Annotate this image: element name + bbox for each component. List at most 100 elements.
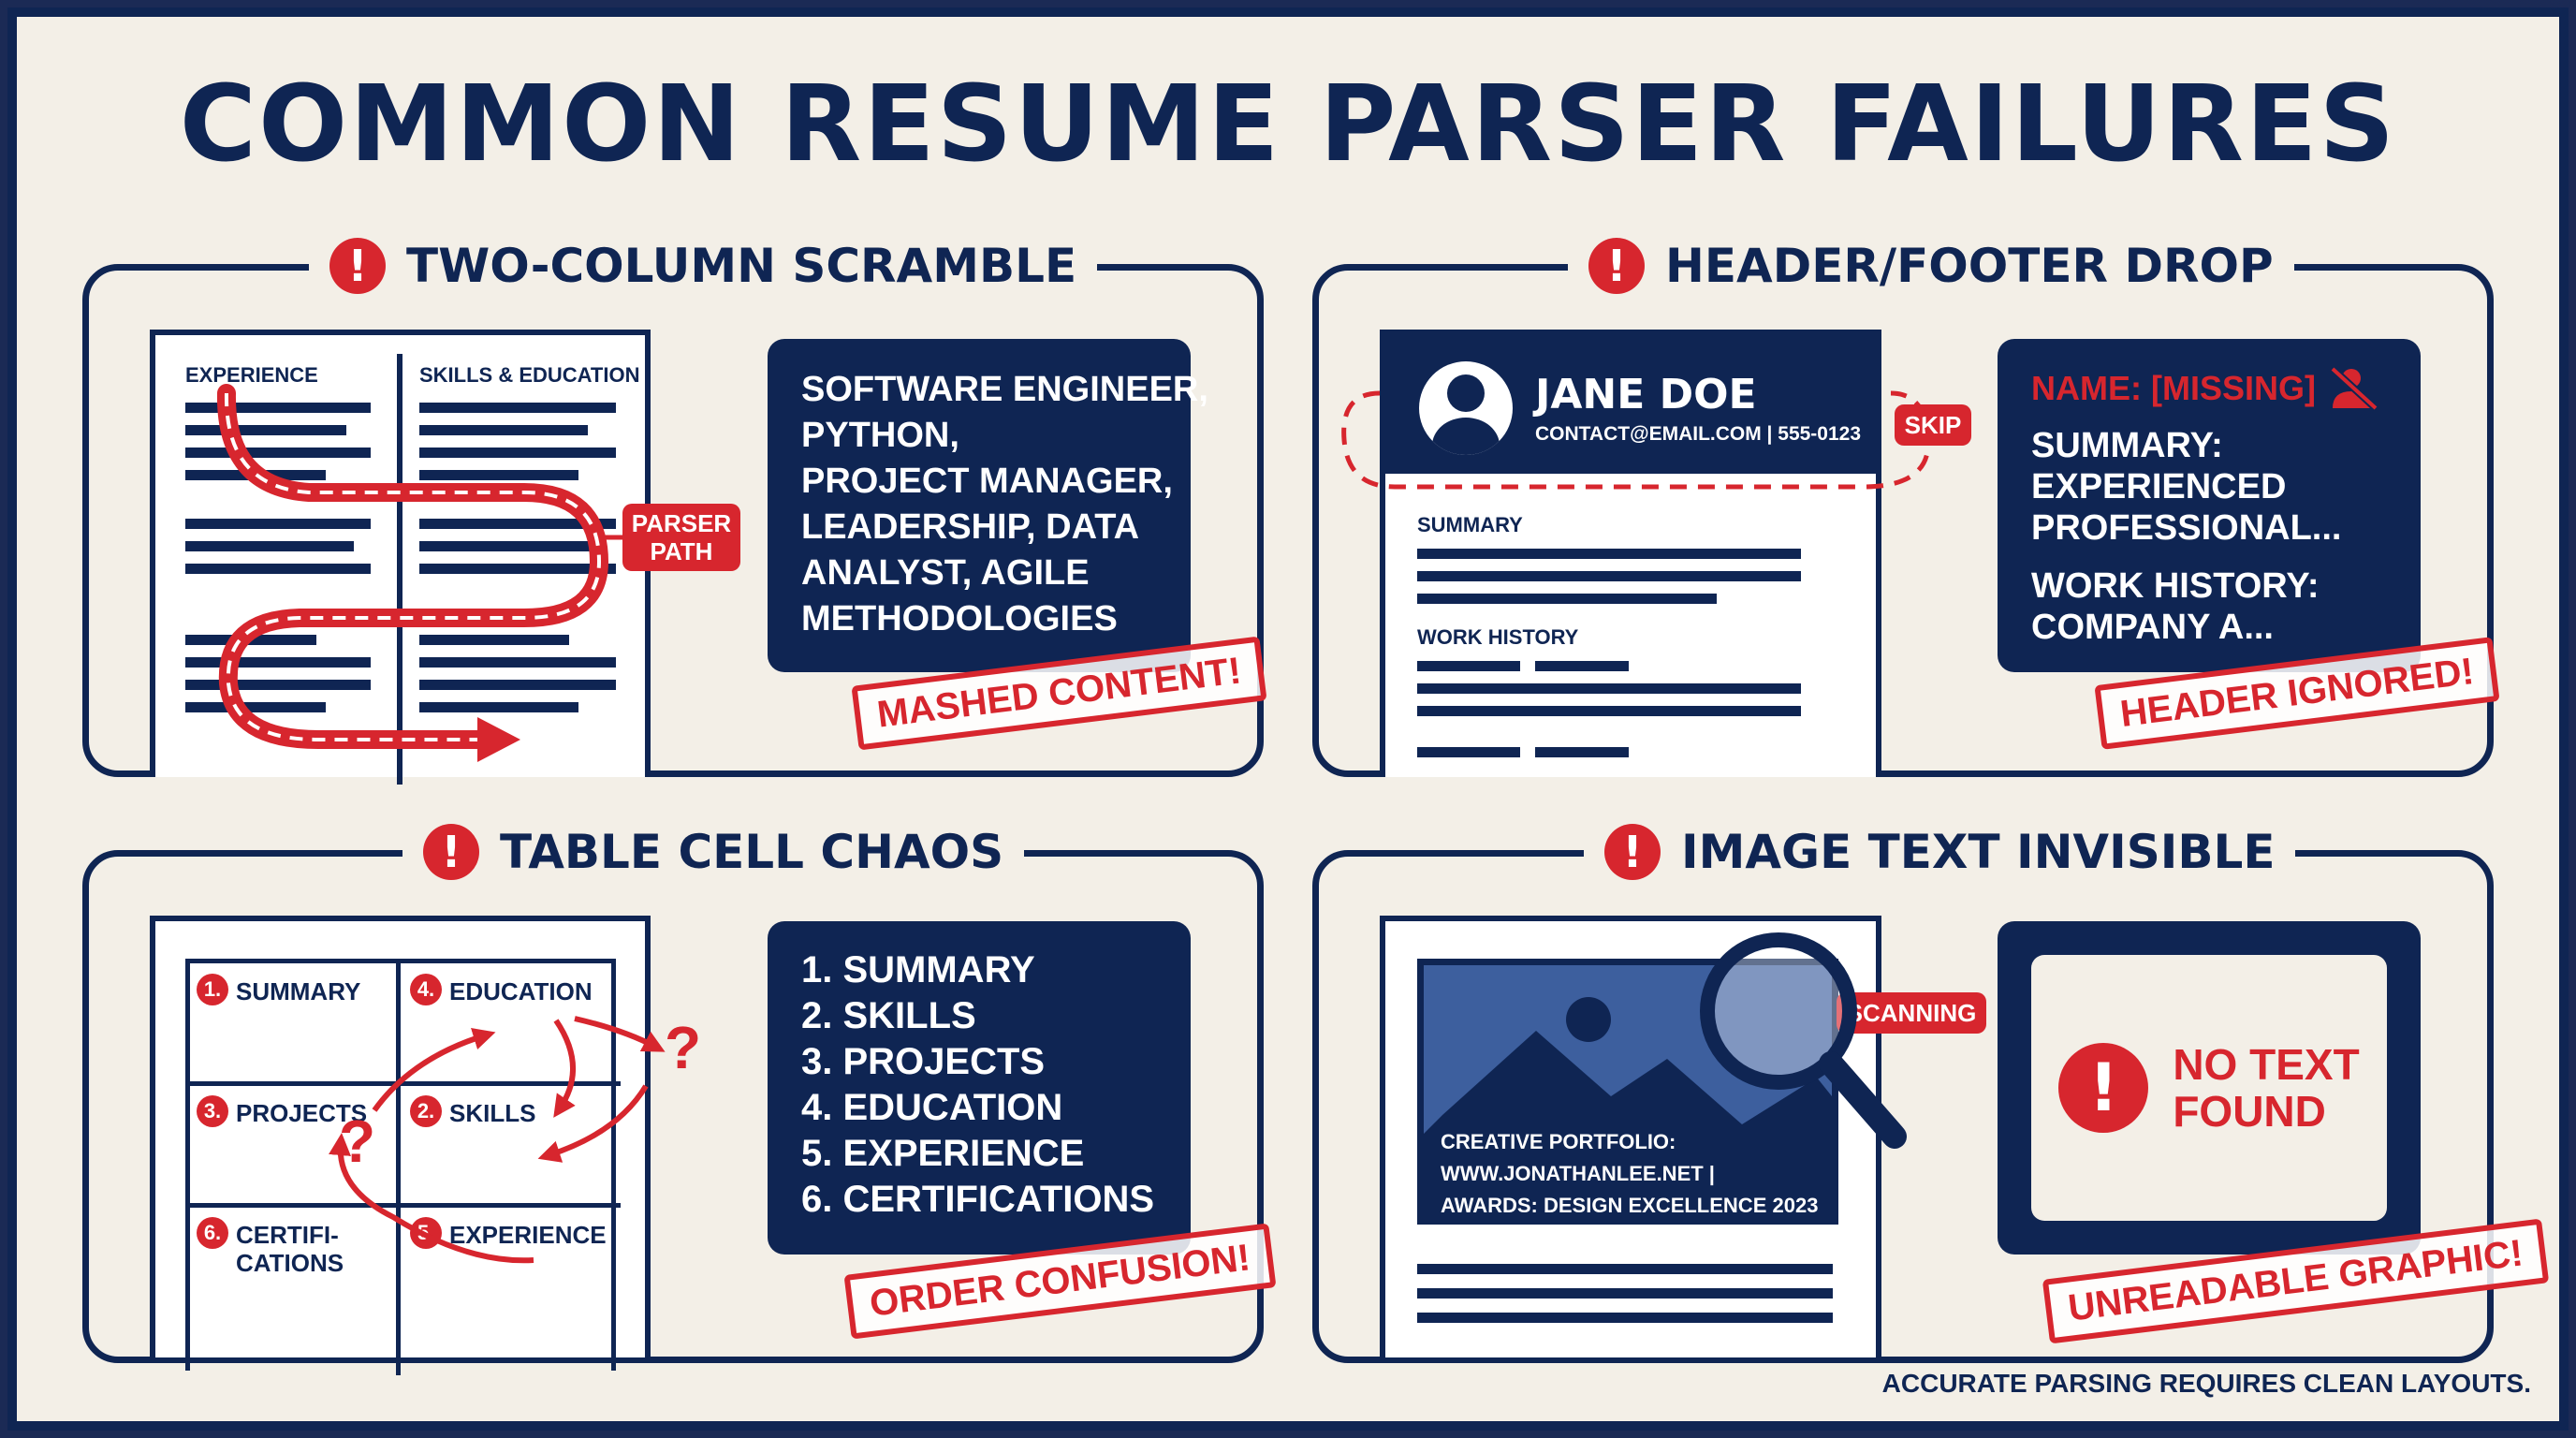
resume-document: JANE DOE CONTACT@EMAIL.COM | 555-0123 SU… [1380,330,1881,777]
alert-icon: ! [423,824,479,880]
alert-icon: ! [329,238,386,294]
skip-tag: SKIP [1895,404,1971,446]
missing-name-row: NAME: [MISSING] [2031,365,2421,412]
text-line [1417,1288,1833,1299]
output-line: PROJECT MANAGER, [801,462,1173,501]
text-line [185,541,354,551]
cell-number: 6. [197,1217,228,1249]
output-line: LEADERSHIP, DATA [801,507,1140,547]
text-line [1535,661,1629,671]
cell-label: PROJECTS [236,1099,368,1127]
text-line [419,519,616,529]
panel-title: HEADER/FOOTER DROP [1665,239,2274,293]
cell-label: CERTIFI- CATIONS [236,1221,344,1277]
cell-label: SUMMARY [236,977,361,1005]
resume-document: 1. SUMMARY 4. EDUCATION 3. PROJECTS 2. S… [150,916,651,1375]
table-grid [185,959,621,1375]
output-line: 5. EXPERIENCE [801,1133,1085,1174]
section-label: WORK HISTORY [1417,625,1579,649]
panel-heading: ! TWO-COLUMN SCRAMBLE [309,228,1098,303]
result-line: FOUND [2173,1087,2326,1136]
output-line: SOFTWARE ENGINEER, [801,370,1208,409]
image-text-line: WWW.JONATHANLEE.NET | [1441,1162,1715,1185]
text-line [1417,594,1717,604]
candidate-contact: CONTACT@EMAIL.COM | 555-0123 [1535,423,1862,445]
page-title: COMMON RESUME PARSER FAILURES [179,64,2397,185]
column-label-left: EXPERIENCE [185,363,318,387]
resume-header: JANE DOE CONTACT@EMAIL.COM | 555-0123 [1385,335,1876,474]
output-line: WORK HISTORY: [2031,566,2320,606]
text-line [1417,549,1801,559]
column-divider [397,354,402,785]
parser-path-tag: PARSER PATH [622,504,740,571]
output-line: 3. PROJECTS [801,1041,1046,1082]
panel-title: TWO-COLUMN SCRAMBLE [406,239,1077,293]
text-line [419,403,616,413]
text-line [419,657,616,668]
section-label: SUMMARY [1417,513,1523,536]
image-embedded-text: CREATIVE PORTFOLIO: WWW.JONATHANLEE.NET … [1441,1126,1819,1218]
missing-name-text: NAME: [MISSING] [2031,369,2316,407]
output-line: 1. SUMMARY [801,949,1035,990]
text-line [1417,1313,1833,1323]
text-line [419,635,569,645]
image-text-line: AWARDS: DESIGN EXCELLENCE 2023 [1441,1194,1819,1217]
output-line: ANALYST, AGILE [801,553,1090,593]
user-missing-icon [2330,366,2378,411]
table-cell-experience: 5. EXPERIENCE [410,1217,607,1250]
text-line [1417,571,1801,581]
avatar-icon [1419,361,1513,455]
cell-number: 2. [410,1095,442,1127]
resume-document: CREATIVE PORTFOLIO: WWW.JONATHANLEE.NET … [1380,916,1881,1357]
output-line: SUMMARY: [2031,426,2223,465]
text-line [185,425,346,435]
text-line [185,635,316,645]
scanning-tag: SCANNING [1837,992,1986,1034]
text-line [1417,661,1520,671]
text-line [185,564,371,574]
tag-line: PARSER [631,509,732,537]
output-line: EXPERIENCED [2031,467,2287,506]
parsed-output-box: SOFTWARE ENGINEER, PYTHON, PROJECT MANAG… [768,339,1208,672]
output-line: 2. SKILLS [801,995,976,1036]
text-line [1417,706,1801,716]
text-line [419,564,616,574]
output-line: PROFESSIONAL... [2031,508,2342,548]
cell-number: 4. [410,974,442,1005]
text-line [185,702,326,712]
output-line: 6. CERTIFICATIONS [801,1179,1155,1220]
text-line [185,519,371,529]
text-line [185,470,326,480]
alert-icon: ! [1588,238,1645,294]
candidate-name: JANE DOE [1535,371,1757,418]
cell-label: EXPERIENCE [449,1221,607,1249]
table-cell-summary: 1. SUMMARY [197,974,360,1006]
text-line [185,657,371,668]
table-cell-skills: 2. SKILLS [410,1095,535,1128]
text-line [1417,683,1801,694]
no-text-found: NO TEXT FOUND [2173,1041,2359,1135]
parsed-output-box: ! NO TEXT FOUND [1998,921,2421,1255]
text-line [419,470,578,480]
cell-number: 5. [410,1217,442,1249]
output-line: METHODOLOGIES [801,599,1118,638]
output-line: COMPANY A... [2031,608,2274,647]
panel-title: IMAGE TEXT INVISIBLE [1681,825,2276,879]
tag-line: PATH [650,537,713,565]
alert-icon: ! [1604,824,1661,880]
result-line: NO TEXT [2173,1040,2360,1089]
panel-heading: ! TABLE CELL CHAOS [402,814,1025,889]
output-line: 4. EDUCATION [801,1087,1063,1128]
text-line [419,425,588,435]
panel-title: TABLE CELL CHAOS [500,825,1004,879]
empty-result-panel: ! NO TEXT FOUND [2031,955,2387,1221]
parsed-output-box: NAME: [MISSING] SUMMARY: EXPERIENCED PRO… [1998,339,2421,672]
text-line [419,680,616,690]
resume-document: EXPERIENCE SKILLS & EDUCATION [150,330,651,785]
column-label-right: SKILLS & EDUCATION [419,363,640,387]
question-mark: ? [339,1108,376,1175]
text-line [419,702,578,712]
text-line [185,680,371,690]
footer-caption: ACCURATE PARSING REQUIRES CLEAN LAYOUTS. [1881,1369,2531,1398]
